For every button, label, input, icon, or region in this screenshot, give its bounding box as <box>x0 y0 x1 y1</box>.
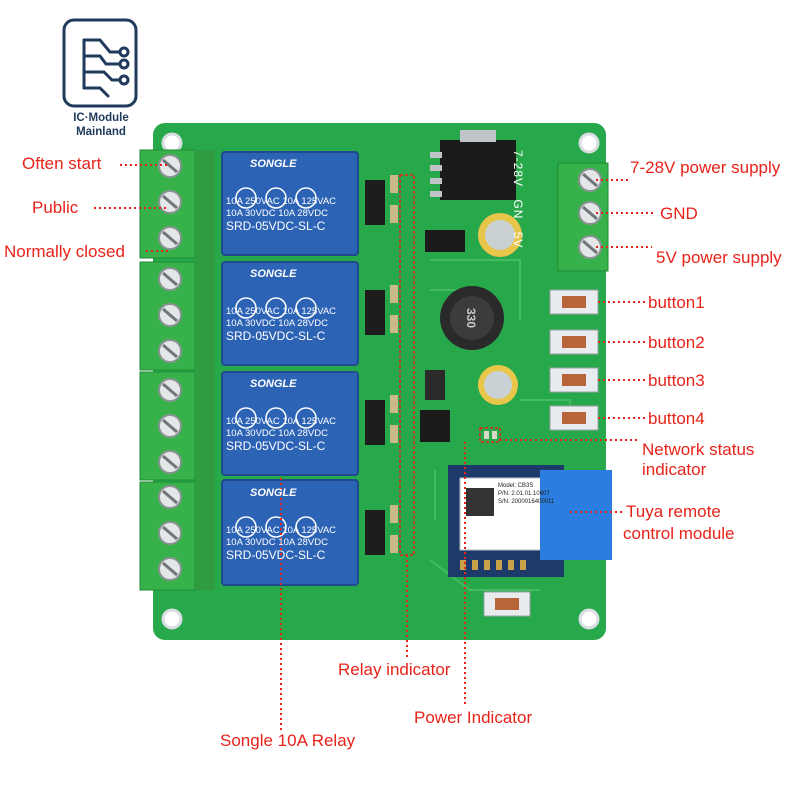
terminal-label-2: GN <box>511 199 525 220</box>
relay-model: SRD-05VDC-SL-C <box>226 219 326 233</box>
label-network-status-line1: Network status <box>642 440 755 459</box>
relay-rating-1: 10A 250VAC 10A 125VAC <box>226 306 337 317</box>
mount-hole <box>161 608 183 630</box>
mount-hole <box>578 132 600 154</box>
label-button1: button1 <box>648 293 705 312</box>
label-button2: button2 <box>648 333 705 352</box>
logo-line1: IC·Module <box>73 112 129 124</box>
relay-rating-1: 10A 250VAC 10A 125VAC <box>226 525 337 536</box>
terminal-label-3: 5V <box>511 231 525 249</box>
relay-rating-1: 10A 250VAC 10A 125VAC <box>226 196 337 207</box>
relay-rating-2: 10A 30VDC 10A 28VDC <box>226 208 328 219</box>
logo-line2: Mainland <box>76 126 126 138</box>
relay-2 <box>221 261 359 366</box>
relay-4 <box>221 479 359 586</box>
label-songle-relay: Songle 10A Relay <box>220 731 356 750</box>
voltage-regulator <box>430 130 516 200</box>
relay-4-label: SONGLE 10A 250VAC 10A 125VAC 10A 30VDC 1… <box>226 487 356 561</box>
relay-rating-2: 10A 30VDC 10A 28VDC <box>226 428 328 439</box>
tuya-module <box>448 465 612 577</box>
module-model: Model: CB3S <box>498 483 534 489</box>
module-text: Model: CB3S P/N: 2.01.01.10607 S/N: 2000… <box>498 482 554 506</box>
left-terminal-blocks <box>139 149 215 591</box>
label-gnd: GND <box>660 204 698 223</box>
relay-rating-1: 10A 250VAC 10A 125VAC <box>226 416 337 427</box>
relay-model: SRD-05VDC-SL-C <box>226 548 326 562</box>
label-tuya-line2: control module <box>623 524 735 543</box>
label-power-7-28v: 7-28V power supply <box>630 158 781 177</box>
relay-1-label: SONGLE 10A 250VAC 10A 125VAC 10A 30VDC 1… <box>226 158 356 232</box>
terminal-label-1: 7-28V <box>511 150 525 188</box>
label-power-5v: 5V power supply <box>656 248 782 267</box>
relay-model: SRD-05VDC-SL-C <box>226 439 326 453</box>
label-often-start: Often start <box>22 154 102 173</box>
relay-2-label: SONGLE 10A 250VAC 10A 125VAC 10A 30VDC 1… <box>226 268 356 342</box>
label-relay-indicator: Relay indicator <box>338 660 451 679</box>
relay-driver-components <box>365 174 415 556</box>
relay-3 <box>221 371 359 476</box>
power-terminal-block <box>557 162 609 272</box>
label-public: Public <box>32 198 79 217</box>
capacitor-mid <box>420 365 518 442</box>
relay-brand: SONGLE <box>250 268 297 280</box>
label-power-indicator: Power Indicator <box>414 708 533 727</box>
tactile-buttons <box>483 289 599 617</box>
label-button4: button4 <box>648 409 705 428</box>
relay-brand: SONGLE <box>250 487 297 499</box>
relay-brand: SONGLE <box>250 158 297 170</box>
relay-3-label: SONGLE 10A 250VAC 10A 125VAC 10A 30VDC 1… <box>226 378 356 452</box>
relay-brand: SONGLE <box>250 378 297 390</box>
mount-hole <box>578 608 600 630</box>
relay-1 <box>221 151 359 256</box>
module-sn: S/N: 2000016400011 <box>498 499 555 505</box>
mount-hole <box>161 132 183 154</box>
label-tuya-line1: Tuya remote <box>626 502 721 521</box>
relay-rating-2: 10A 30VDC 10A 28VDC <box>226 537 328 548</box>
label-normally-closed: Normally closed <box>4 242 125 261</box>
module-pn: P/N: 2.01.01.10607 <box>498 491 550 497</box>
terminal-silkscreen: 7-28V GN 5V <box>511 150 525 248</box>
capacitor-top <box>425 213 522 257</box>
label-button3: button3 <box>648 371 705 390</box>
relay-rating-2: 10A 30VDC 10A 28VDC <box>226 318 328 329</box>
inductor-marking: 330 <box>464 307 479 329</box>
network-status-leds <box>479 427 501 443</box>
relay-model: SRD-05VDC-SL-C <box>226 329 326 343</box>
label-network-status-line2: indicator <box>642 460 707 479</box>
inductor <box>440 286 504 350</box>
